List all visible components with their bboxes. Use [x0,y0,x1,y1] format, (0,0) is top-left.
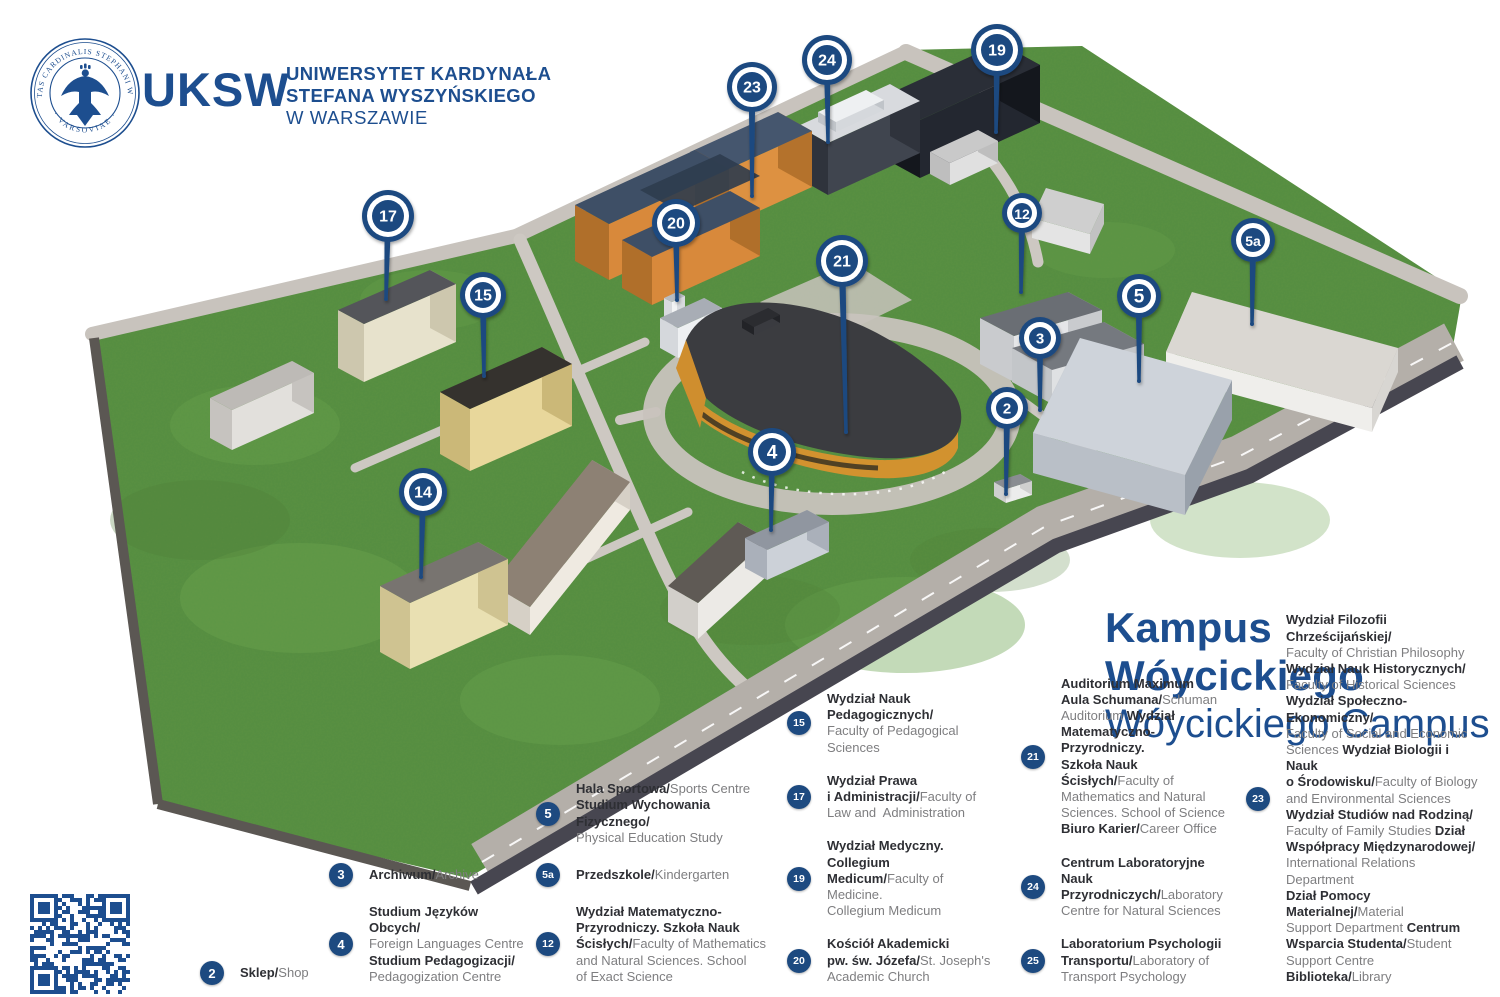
legend-item-3: 3 Archiwum/Archive [329,862,529,887]
map-pin-2: 2 [986,387,1028,496]
map-pin-21: 21 [816,235,868,434]
pin-label: 17 [379,209,397,226]
pin-label: 4 [767,443,778,464]
legend-item-number: 3 [329,862,353,887]
pin-label: 23 [743,80,761,97]
pin-label: 21 [833,254,851,271]
legend-column-6: 23 Wydział Filozofii Chrześcijańskiej/ Fa… [1246,612,1478,985]
map-pin-14: 14 [399,468,447,579]
legend-item-24: 24 Centrum Laboratoryjne Nauk Przyrodnicz… [1021,855,1236,920]
legend-item-number: 4 [329,932,353,957]
map-pins: 17 15 14 4 20 21 23 24 19 12 3 2 5 5a [362,24,1275,579]
legend-item-21: 21 Auditorium Maximum Aula Schumana/Schum… [1021,676,1236,838]
legend-item-5a: 5a Przedszkole/Kindergarten [536,862,771,887]
legend-item-text: Centrum Laboratoryjne Nauk Przyrodniczyc… [1061,854,1223,919]
university-name-line1: UNIWERSYTET KARDYNAŁA [286,63,552,84]
pin-label: 24 [818,53,836,70]
legend-item-5: 5 Hala Sportowa/Sports Centre Studium Wyc… [536,781,771,846]
legend-item-20: 20 Kościół Akademicki pw. św. Józefa/St. … [787,936,999,985]
university-name-line3: W WARSZAWIE [286,107,428,128]
legend-item-number: 5a [536,862,560,887]
legend-item-text: Wydział Filozofii Chrześcijańskiej/ Facu… [1286,612,1478,984]
pin-label: 3 [1036,331,1044,348]
legend-item-number: 17 [787,785,811,810]
legend-item-15: 15 Wydział Nauk Pedagogicznych/ Faculty o… [787,691,999,756]
uksw-acronym: UKSW [142,63,290,116]
map-pin-15: 15 [460,272,506,378]
map-buildings [210,43,1398,669]
legend-item-text: Wydział Nauk Pedagogicznych/ Faculty of … [827,690,959,755]
map-title: Kampus Wóycickiego Wóycickiego Campus [1105,604,1500,747]
legend-item-text: Auditorium Maximum Aula Schumana/Schuman… [1061,675,1226,837]
eagle-icon [61,63,109,126]
legend-item-number: 23 [1246,786,1270,811]
legend-item-12: 12 Wydział Matematyczno- Przyrodniczy. Sz… [536,904,771,985]
legend-item-number: 15 [787,711,811,736]
qr-code [30,894,130,994]
legend-column-3: 5 Hala Sportowa/Sports Centre Studium Wyc… [536,781,771,985]
legend-item-number: 24 [1021,874,1045,899]
legend-item-text: Przedszkole/Kindergarten [576,866,730,882]
university-name-line2: STEFANA WYSZYŃSKIEGO [286,85,536,106]
legend-item-text: Archiwum/Archive [369,866,479,882]
map-pin-12: 12 [1002,193,1042,294]
legend-column-1: 2 Sklep/Shop [200,961,360,985]
map-title-en: Wóycickiego Campus [1105,702,1490,746]
legend-item-number: 25 [1021,948,1045,973]
legend-column-4: 15 Wydział Nauk Pedagogicznych/ Faculty o… [787,691,999,985]
legend-column-2: 3 Archiwum/Archive 4 Studium Języków Obcych… [329,862,529,985]
pin-label: 12 [1014,206,1030,222]
legend-item-text: Sklep/Shop [240,964,309,980]
pin-label: 19 [988,43,1006,60]
pin-label: 5a [1245,233,1261,249]
pin-label: 5 [1134,287,1145,308]
pin-label: 15 [474,288,492,305]
pin-label: 20 [667,216,685,233]
legend-item-text: Wydział Prawa i Administracji/Faculty of… [827,772,977,821]
legend-item-number: 5 [536,801,560,826]
legend-item-text: Wydział Matematyczno- Przyrodniczy. Szko… [576,903,767,984]
legend-item-number: 21 [1021,744,1045,769]
map-pin-20: 20 [652,199,700,302]
legend-item-text: Kościół Akademicki pw. św. Józefa/St. Jo… [827,936,991,984]
legend-item-number: 20 [787,948,811,973]
map-pin-5: 5 [1117,274,1161,383]
map-title-pl: Kampus Wóycickiego [1105,604,1364,699]
legend-item-2: 2 Sklep/Shop [200,961,360,985]
university-name: UNIWERSYTET KARDYNAŁA STEFANA WYSZYŃSKIE… [286,63,551,129]
map-pin-5a: 5a [1231,218,1275,326]
legend-item-25: 25 Laboratorium Psychologii Transportu/La… [1021,936,1236,985]
map-pin-19: 19 [971,24,1023,134]
legend-item-number: 19 [787,866,811,891]
legend-item-19: 19 Wydział Medyczny. Collegium Medicum/Fa… [787,838,999,919]
legend-item-text: Wydział Medyczny. Collegium Medicum/Facu… [827,838,944,919]
legend-item-17: 17 Wydział Prawa i Administracji/Faculty … [787,773,999,822]
legend-item-text: Hala Sportowa/Sports Centre Studium Wych… [576,781,751,845]
legend-item-text: Laboratorium Psychologii Transportu/Labo… [1061,936,1222,984]
map-pin-23: 23 [727,62,777,198]
university-seal-icon: UNIVERSITAS CARDINALIS STEPHANI WYSZYŃSK… [28,36,140,148]
map-pin-17: 17 [362,190,414,301]
pin-label: 14 [414,485,432,502]
legend-item-number: 12 [536,932,560,957]
legend-item-text: Studium Języków Obcych/ Foreign Language… [369,903,524,984]
pin-label: 2 [1003,401,1011,418]
legend-column-5: 21 Auditorium Maximum Aula Schumana/Schum… [1021,676,1236,985]
map-pin-4: 4 [748,428,796,532]
legend-item-number: 2 [200,961,224,985]
map-pin-24: 24 [802,35,852,144]
legend-item-23: 23 Wydział Filozofii Chrześcijańskiej/ Fa… [1246,612,1478,985]
legend-item-4: 4 Studium Języków Obcych/ Foreign Languag… [329,904,529,985]
map-pin-3: 3 [1019,317,1061,412]
